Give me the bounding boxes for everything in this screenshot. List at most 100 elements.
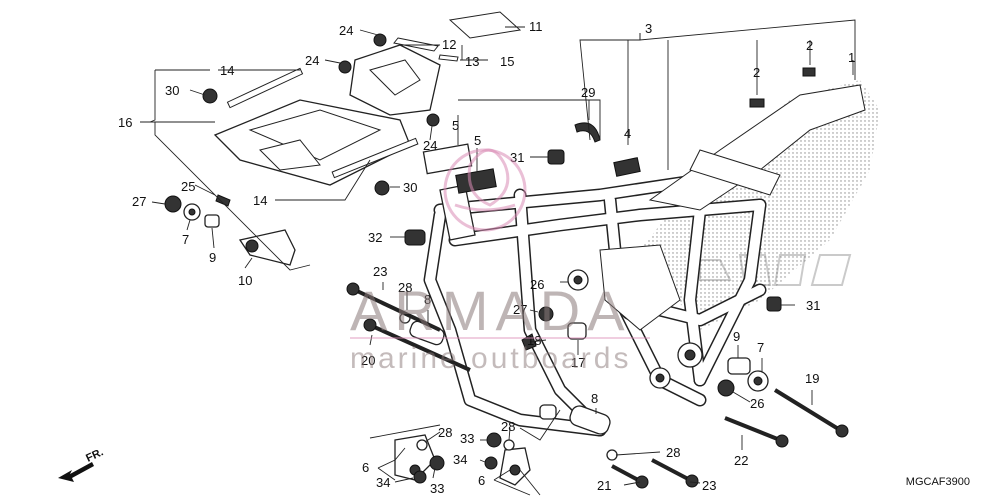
callout-2-a: 2 — [753, 65, 760, 80]
callout-4: 4 — [624, 126, 631, 141]
callout-9-a: 9 — [209, 250, 216, 265]
bolt-20 — [363, 318, 471, 372]
gasket-12 — [393, 37, 439, 52]
callout-18: 18 — [527, 333, 541, 348]
seal-strip-upper — [226, 67, 304, 109]
pad-2-a — [749, 98, 765, 108]
bolt-21 — [611, 464, 649, 489]
callout-28-c: 28 — [501, 419, 515, 434]
brand-outline-watermark — [699, 254, 852, 286]
callout-7-b: 7 — [757, 340, 764, 355]
callout-23-a: 23 — [373, 264, 387, 279]
grommet-24-c — [426, 113, 440, 127]
callout-7-a: 7 — [182, 232, 189, 247]
callout-24-a: 24 — [339, 23, 353, 38]
bolt-23-lower — [651, 458, 699, 488]
callout-3: 3 — [645, 21, 652, 36]
front-label: FR. — [84, 446, 105, 464]
collar-9-right — [727, 357, 751, 375]
callout-22: 22 — [734, 453, 748, 468]
washer-28-lower — [606, 449, 618, 461]
callout-31-a: 31 — [510, 150, 524, 165]
front-arrow-icon — [58, 462, 94, 482]
callout-23-b: 23 — [702, 478, 716, 493]
collar-8-lower — [569, 405, 611, 435]
callout-11: 11 — [529, 19, 543, 34]
callout-25: 25 — [181, 179, 195, 194]
callout-27-b: 27 — [513, 302, 527, 317]
callout-24-c: 24 — [423, 138, 437, 153]
callout-14-b: 14 — [253, 193, 267, 208]
nut-33-b — [429, 455, 445, 471]
nut-33-a — [486, 432, 502, 448]
pad-4 — [613, 157, 641, 177]
nut-34-b — [484, 456, 498, 470]
callout-34-a: 34 — [376, 475, 390, 490]
collar-lower-small — [539, 404, 557, 420]
seat-pan-part — [213, 99, 411, 186]
bolt-22 — [724, 416, 789, 448]
callout-26-b: 26 — [750, 396, 764, 411]
plate-11 — [448, 11, 522, 39]
callout-8-a: 8 — [424, 292, 431, 307]
callout-14-a: 14 — [220, 63, 234, 78]
callout-29: 29 — [581, 85, 595, 100]
callout-32: 32 — [368, 230, 382, 245]
callout-16: 16 — [118, 115, 132, 130]
callout-13: 13 — [465, 54, 479, 69]
callout-31-b: 31 — [806, 298, 820, 313]
grommet-24-b — [338, 60, 352, 74]
bolt-25 — [215, 194, 231, 207]
callout-33-a: 33 — [460, 431, 474, 446]
bushing-27-center — [538, 306, 554, 322]
callout-8-b: 8 — [591, 391, 598, 406]
callout-28-d: 28 — [666, 445, 680, 460]
callout-9-b: 9 — [733, 329, 740, 344]
callout-21: 21 — [597, 478, 611, 493]
rubber-bushing-27 — [164, 195, 182, 213]
bolt-19 — [773, 388, 849, 438]
bracket-6-right — [499, 447, 531, 486]
watermark: ARMADA marine outboards — [350, 148, 650, 375]
clip-29 — [574, 122, 601, 143]
callout-17: 17 — [571, 355, 585, 370]
pad-2-b — [802, 67, 816, 77]
callout-15: 15 — [500, 54, 514, 69]
battery-tray-part — [349, 44, 441, 116]
callout-12: 12 — [442, 37, 456, 52]
callout-labels: 1 2 2 3 4 5 5 6 6 7 7 8 8 9 9 10 11 12 1… — [118, 19, 855, 496]
washer-28-c — [416, 439, 428, 451]
nut-34-a — [413, 470, 427, 484]
callout-5-b: 5 — [474, 133, 481, 148]
watermark-brand: ARMADA — [350, 279, 632, 342]
callout-34-b: 34 — [453, 452, 467, 467]
callout-24-b: 24 — [305, 53, 319, 68]
collar-26-upper-hole — [573, 275, 583, 285]
collar-17 — [567, 322, 587, 340]
callout-28-a: 28 — [398, 280, 412, 295]
collar-7-hole — [188, 208, 196, 216]
callout-28-b: 28 — [438, 425, 452, 440]
strap-13 — [438, 54, 459, 62]
callout-27-a: 27 — [132, 194, 146, 209]
callout-10: 10 — [238, 273, 252, 288]
callout-19: 19 — [805, 371, 819, 386]
front-direction-indicator: FR. — [58, 446, 105, 482]
watermark-logo-mark — [454, 148, 516, 212]
callout-5-a: 5 — [452, 118, 459, 133]
watermark-subtitle: marine outboards — [350, 342, 631, 375]
callout-2-b: 2 — [806, 38, 813, 53]
callout-26-a: 26 — [530, 277, 544, 292]
collar-7-right-hole — [753, 376, 763, 386]
collar-9 — [204, 214, 220, 228]
callout-6-b: 6 — [478, 473, 485, 488]
grommet-30-a — [202, 88, 218, 104]
callout-33-b: 33 — [430, 481, 444, 496]
grommet-30-b — [374, 180, 390, 196]
clip-32 — [404, 229, 426, 246]
callout-1: 1 — [848, 50, 855, 65]
pad-5-lower — [455, 168, 497, 194]
callout-30-a: 30 — [165, 83, 179, 98]
callout-30-b: 30 — [403, 180, 417, 195]
